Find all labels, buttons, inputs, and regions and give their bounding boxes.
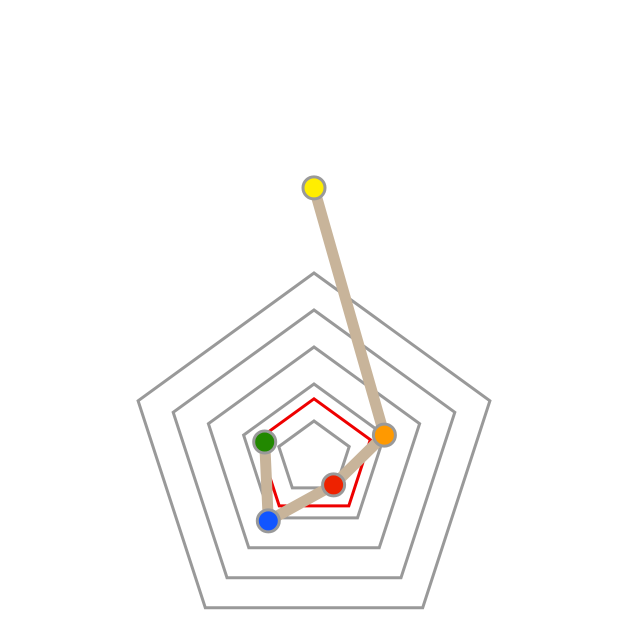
orange-node[interactable]: [371, 422, 397, 448]
yellow-node[interactable]: [301, 175, 327, 201]
blue-node[interactable]: [255, 508, 281, 534]
grid-ring-4: [171, 308, 457, 580]
node-layer[interactable]: [252, 175, 397, 534]
green-node[interactable]: [252, 429, 278, 455]
pentagon-grid: [136, 271, 492, 610]
grid-ring-3: [206, 345, 422, 550]
grid-ring-5: [136, 271, 492, 610]
grid-ring-1: [277, 419, 351, 490]
red-node[interactable]: [321, 472, 347, 498]
grid-ring-2: [241, 382, 387, 520]
